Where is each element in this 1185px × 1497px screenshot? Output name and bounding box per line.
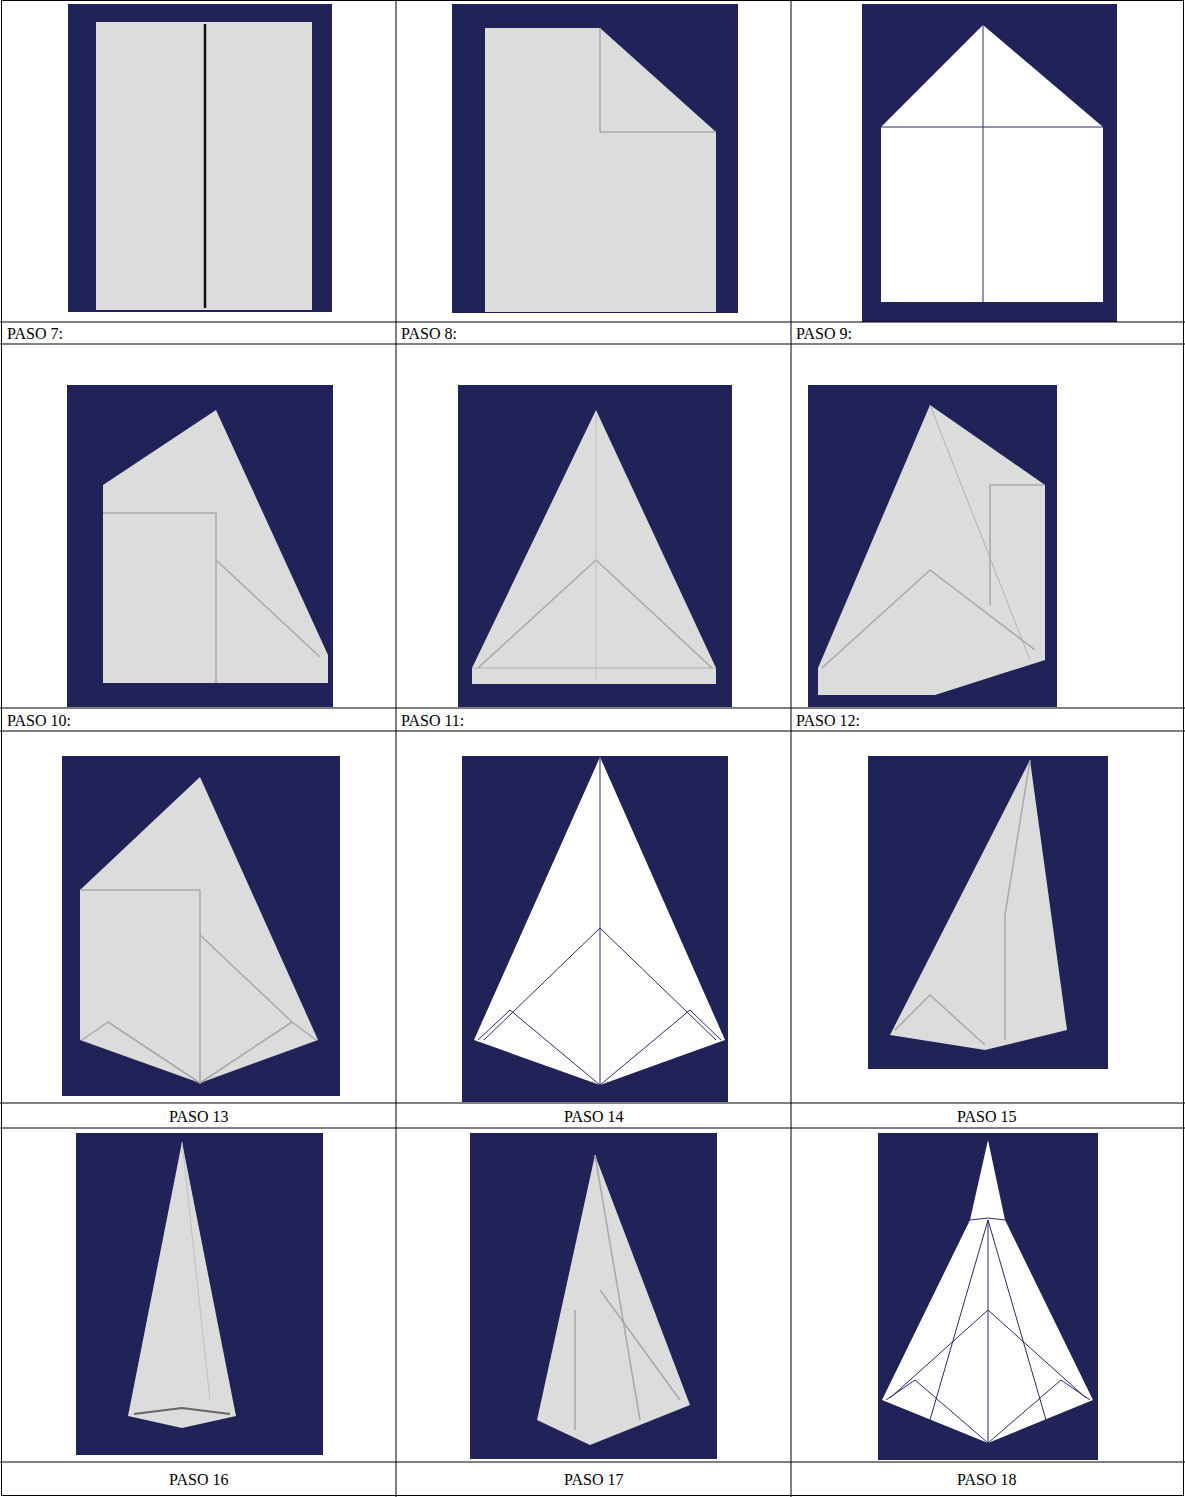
step-caption: PASO 7:: [7, 324, 63, 344]
step-caption: PASO 13: [169, 1107, 228, 1127]
step-caption: PASO 14: [564, 1107, 623, 1127]
step-caption: PASO 10:: [7, 711, 71, 731]
step-caption: PASO 16: [169, 1470, 228, 1490]
step-caption: PASO 9:: [796, 324, 852, 344]
step-caption: PASO 8:: [401, 324, 457, 344]
step-caption: PASO 11:: [401, 711, 464, 731]
step-caption: PASO 12:: [796, 711, 860, 731]
image-panels: [62, 4, 1117, 1460]
step-caption: PASO 15: [957, 1107, 1016, 1127]
step-caption: PASO 18: [957, 1470, 1016, 1490]
paper-shapes: [80, 22, 1103, 1445]
step-caption: PASO 17: [564, 1470, 623, 1490]
